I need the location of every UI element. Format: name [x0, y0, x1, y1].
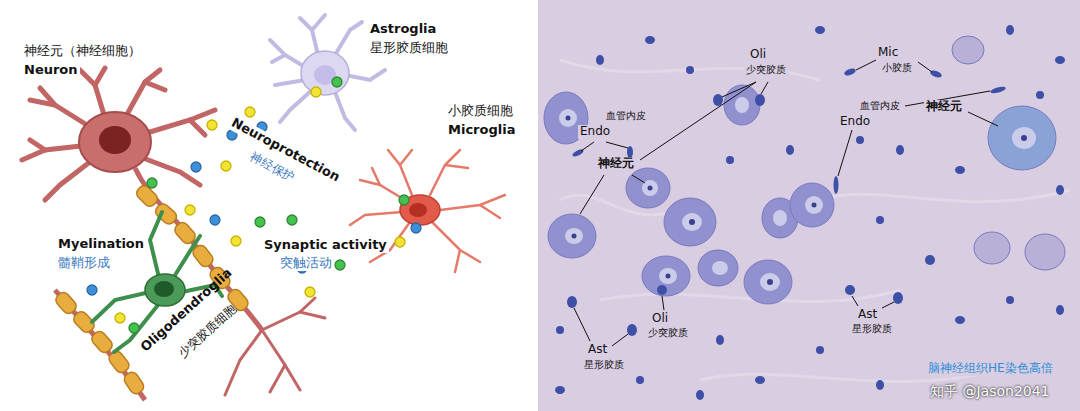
label: 髓鞘形成	[56, 256, 112, 271]
label: Astroglia	[368, 22, 438, 37]
label: 小胶质	[880, 62, 914, 74]
label: 星形胶质	[850, 323, 894, 335]
label: Myelination	[56, 237, 146, 252]
cell-illustration	[22, 15, 505, 400]
label: Endo	[578, 125, 612, 139]
label: Synaptic activity	[262, 238, 389, 253]
label: 神经元（神经细胞）	[22, 44, 143, 59]
label: 血管内皮	[604, 110, 648, 122]
label: Neuron	[22, 63, 80, 78]
label: 小胶质细胞	[446, 104, 515, 119]
label: Ast	[856, 308, 879, 322]
label: 脑神经组织HE染色高倍	[926, 362, 1055, 376]
label: 星形胶质	[582, 359, 626, 371]
label: Oli	[650, 312, 670, 326]
micrograph	[538, 0, 1080, 411]
label: 突触活动	[278, 256, 334, 271]
label: 神经元	[924, 100, 964, 114]
label: Ast	[586, 343, 609, 357]
label: Mic	[876, 46, 900, 60]
label: 少突胶质	[646, 327, 690, 339]
label: 神经元	[596, 157, 636, 171]
label: Endo	[838, 115, 872, 129]
label: Oli	[748, 48, 768, 62]
label: Microglia	[446, 123, 517, 138]
label: 少突胶质	[744, 64, 788, 76]
label: 知乎 @Jason2041	[928, 383, 1052, 399]
leader-lines	[574, 60, 998, 346]
label: 星形胶质细胞	[368, 41, 450, 56]
label: 血管内皮	[858, 100, 902, 112]
